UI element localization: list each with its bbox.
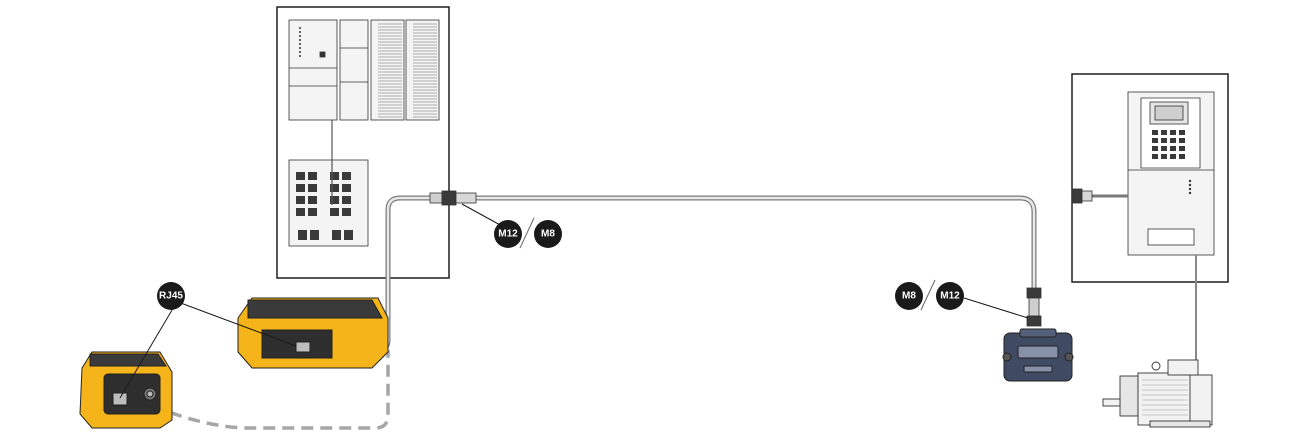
- keypad-key: [1161, 130, 1167, 135]
- switch-port: [330, 208, 339, 216]
- m12-cable-connector: [1026, 287, 1042, 327]
- switch-sfp-port: [310, 230, 319, 240]
- switch-sfp-port: [344, 230, 353, 240]
- m12-label-right: M12: [940, 291, 960, 302]
- switch-port: [308, 208, 317, 216]
- switch-port: [330, 172, 339, 180]
- industrial-cable: [473, 195, 1037, 291]
- switch-port: [296, 184, 305, 192]
- keypad-key: [1152, 154, 1158, 159]
- plc-controller: [288, 19, 440, 121]
- m8-label-right: M8: [902, 291, 916, 302]
- switch-port: [330, 184, 339, 192]
- m8-label: M8: [541, 229, 555, 240]
- electric-motor: [1102, 359, 1213, 428]
- keypad-key: [1170, 130, 1176, 135]
- drive-keypad-keys: [1152, 130, 1185, 159]
- m12-label: M12: [498, 229, 518, 240]
- inline-m12-connector: [429, 190, 477, 206]
- switch-port: [296, 172, 305, 180]
- io-terminal-strips: [378, 23, 437, 118]
- plc-indicator-leds: [299, 27, 301, 57]
- keypad-key: [1161, 154, 1167, 159]
- switch-port: [308, 172, 317, 180]
- keypad-key: [1179, 146, 1185, 151]
- drive-keypad: [1149, 101, 1189, 125]
- switch-port: [308, 184, 317, 192]
- network-tester-main: [237, 297, 389, 369]
- keypad-key: [1170, 146, 1176, 151]
- keypad-key: [1179, 154, 1185, 159]
- switch-sfp-port: [298, 230, 307, 240]
- switch-ports: [296, 172, 353, 240]
- rj45-callout: RJ45: [119, 282, 297, 399]
- keypad-key: [1179, 138, 1185, 143]
- switch-port: [342, 172, 351, 180]
- network-tester-handheld: [79, 351, 173, 429]
- keypad-key: [1152, 146, 1158, 151]
- switch-sfp-port: [332, 230, 341, 240]
- keypad-key: [1170, 138, 1176, 143]
- keypad-key: [1161, 146, 1167, 151]
- keypad-key: [1161, 138, 1167, 143]
- keypad-key: [1152, 130, 1158, 135]
- network-adapter-device: [1002, 328, 1074, 382]
- left-connector-callout: M12 M8: [461, 203, 562, 249]
- keypad-key: [1152, 138, 1158, 143]
- switch-port: [342, 184, 351, 192]
- right-connector-callout: M8 M12: [895, 279, 1029, 319]
- keypad-key: [1170, 154, 1176, 159]
- switch-port: [296, 196, 305, 204]
- drive-status-leds: [1188, 179, 1192, 195]
- switch-port: [296, 208, 305, 216]
- rj45-label: RJ45: [159, 291, 183, 302]
- motor-cooling-fins: [1142, 379, 1188, 416]
- switch-port: [308, 196, 317, 204]
- keypad-key: [1179, 130, 1185, 135]
- switch-port: [342, 196, 351, 204]
- drive-connector: [1071, 188, 1093, 204]
- switch-port: [330, 196, 339, 204]
- switch-port: [342, 208, 351, 216]
